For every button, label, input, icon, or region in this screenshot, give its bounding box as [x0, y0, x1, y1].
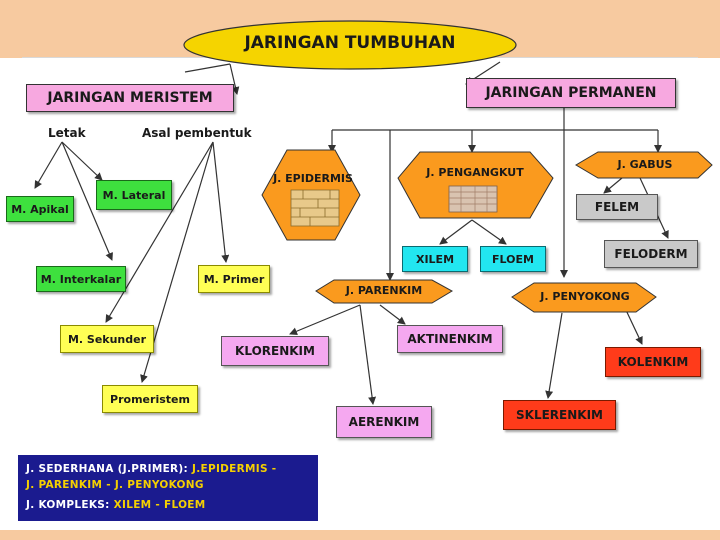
legend-simple-value-2: J. PARENKIM - J. PENYOKONG — [26, 479, 204, 491]
arrow-parenkim-aktinenkim — [379, 304, 406, 325]
title-oval — [183, 20, 517, 70]
sklerenkim-box: SKLERENKIM — [503, 400, 616, 430]
legend-complex-label: J. KOMPLEKS: — [26, 499, 114, 511]
aerenkim-box: AERENKIM — [336, 406, 432, 438]
permanen-box: JARINGAN PERMANEN — [466, 78, 676, 108]
kolenkim-box: KOLENKIM — [605, 347, 701, 377]
vascular-tissue-image — [448, 185, 498, 213]
arrow-asal-primer — [212, 141, 230, 263]
floem-box: FLOEM — [480, 246, 546, 272]
line-title-meristem — [184, 63, 231, 73]
epidermis-label: J. EPIDERMIS — [273, 172, 353, 185]
asal-pembentuk-label: Asal pembentuk — [142, 126, 252, 140]
penyokong-hexagon — [511, 282, 657, 313]
klorenkim-box: KLORENKIM — [221, 336, 329, 366]
legend-line-2: J. PARENKIM - J. PENYOKONG — [26, 477, 310, 493]
arrow-parenkim-aerenkim — [359, 304, 377, 405]
lateral-box: M. Lateral — [96, 180, 172, 210]
epidermis-cells-image — [290, 189, 340, 227]
pengangkut-hexagon — [397, 151, 554, 219]
parenkim-label: J. PARENKIM — [345, 284, 423, 297]
bottom-band — [0, 530, 720, 540]
xilem-box: XILEM — [402, 246, 468, 272]
arrow-pengangkut-xilem — [439, 219, 473, 245]
parenkim-hexagon — [315, 279, 454, 304]
legend-box: J. SEDERHANA (J.PRIMER): J.EPIDERMIS - J… — [18, 455, 318, 521]
legend-complex-value: XILEM - FLOEM — [113, 499, 206, 511]
interkalar-box: M. Interkalar — [36, 266, 126, 292]
letak-label: Letak — [48, 126, 86, 140]
arrow-pengangkut-floem — [471, 219, 507, 245]
apikal-box: M. Apikal — [6, 196, 74, 222]
gabus-label: J. GABUS — [617, 158, 673, 171]
penyokong-label: J. PENYOKONG — [540, 290, 630, 303]
arrow-parenkim-klorenkim — [289, 304, 361, 336]
feloderm-box: FELODERM — [604, 240, 698, 268]
arrow-gabus-felem — [603, 177, 623, 194]
legend-simple-value-1: J.EPIDERMIS - — [191, 463, 277, 475]
felem-box: FELEM — [576, 194, 658, 220]
primer-box: M. Primer — [198, 265, 270, 293]
arrow-letak-lateral — [61, 141, 103, 181]
pengangkut-label: J. PENGANGKUT — [426, 166, 524, 179]
meristem-box: JARINGAN MERISTEM — [26, 84, 234, 112]
arrow-asal-sekunder — [105, 141, 214, 323]
promeristem-box: Promeristem — [102, 385, 198, 413]
arrow-letak-apikal — [34, 141, 63, 189]
diagram-title: JARINGAN TUMBUHAN — [244, 33, 456, 53]
legend-simple-label: J. SEDERHANA (J.PRIMER): — [26, 463, 192, 475]
legend-line-3: J. KOMPLEKS: XILEM - FLOEM — [26, 497, 310, 513]
arrow-penyokong-sklerenkim — [545, 312, 563, 399]
gabus-hexagon — [575, 151, 713, 179]
arrow-letak-interkalar — [61, 141, 113, 261]
aktinenkim-box: AKTINENKIM — [397, 325, 503, 353]
sekunder-box: M. Sekunder — [60, 325, 154, 353]
legend-line-1: J. SEDERHANA (J.PRIMER): J.EPIDERMIS - — [26, 461, 310, 477]
arrow-penyokong-kolenkim — [624, 307, 643, 345]
arrow-title-meristem — [229, 63, 240, 95]
